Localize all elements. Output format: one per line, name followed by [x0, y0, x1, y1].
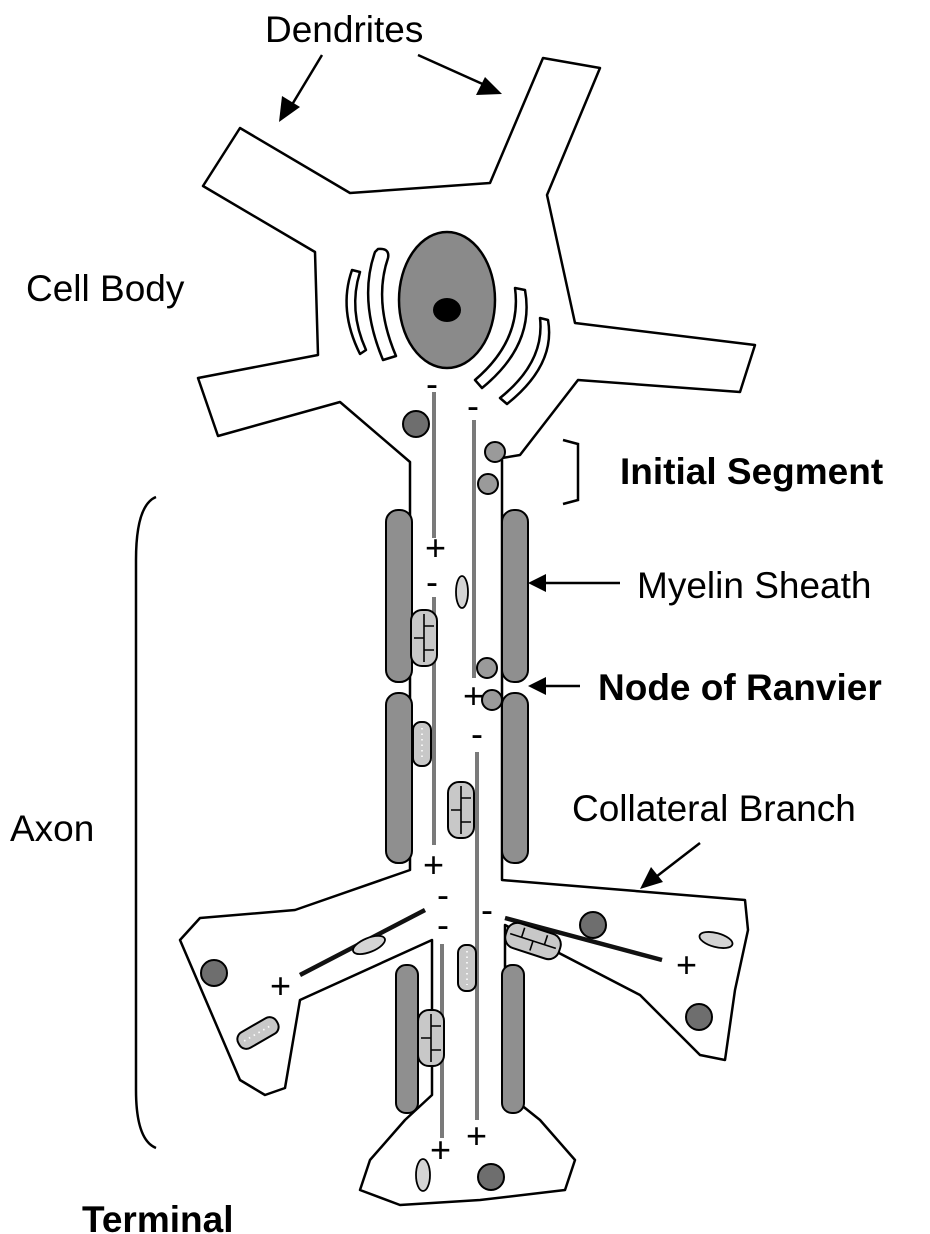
vesicle	[686, 1004, 712, 1030]
myelin-sheath-label: Myelin Sheath	[637, 565, 871, 606]
node-of-ranvier-label: Node of Ranvier	[598, 667, 882, 708]
axon-bracket	[136, 497, 156, 1148]
vesicle	[482, 690, 502, 710]
vesicle	[201, 960, 227, 986]
mitochondrion	[418, 1010, 444, 1066]
plus-sign: +	[270, 965, 291, 1006]
nucleus	[399, 232, 495, 368]
cell-body-label: Cell Body	[26, 268, 185, 309]
mitochondrion-small	[413, 722, 431, 766]
vesicle	[416, 1159, 430, 1191]
vesicle	[478, 1164, 504, 1190]
mitochondrion-small	[458, 945, 476, 991]
dendrites-arrow-left	[279, 55, 322, 122]
initial-segment-label: Initial Segment	[620, 451, 883, 492]
collateral-branch-label: Collateral Branch	[572, 788, 856, 829]
terminal-label: Terminal	[82, 1199, 233, 1234]
axon-label: Axon	[10, 808, 94, 849]
plus-sign: +	[676, 944, 697, 985]
myelin-segment	[396, 965, 418, 1113]
minus-sign: -	[467, 385, 479, 426]
vesicle	[403, 411, 429, 437]
myelin-segment	[502, 693, 528, 863]
collateral-branch-arrow	[640, 843, 700, 889]
nucleolus	[433, 298, 461, 322]
plus-sign: +	[466, 1115, 487, 1156]
initial-segment-bracket	[563, 440, 578, 504]
node-of-ranvier-arrow	[528, 677, 580, 695]
vesicle	[485, 442, 505, 462]
minus-sign: -	[426, 561, 438, 602]
myelin-segment	[386, 693, 412, 863]
plus-sign: +	[463, 675, 484, 716]
vesicle	[456, 576, 468, 608]
minus-sign: -	[437, 904, 449, 945]
vesicle	[478, 474, 498, 494]
myelin-segment	[502, 965, 524, 1113]
vesicle	[580, 912, 606, 938]
minus-sign: -	[481, 889, 493, 930]
minus-sign: -	[471, 713, 483, 754]
dendrites-arrow-right	[418, 55, 502, 95]
dendrites-label: Dendrites	[265, 9, 423, 50]
mitochondrion	[411, 610, 437, 666]
myelin-segment	[386, 510, 412, 682]
mitochondrion	[448, 782, 474, 838]
plus-sign: +	[430, 1129, 451, 1170]
myelin-sheath-arrow	[528, 574, 620, 592]
myelin-segment	[502, 510, 528, 682]
minus-sign: -	[426, 363, 438, 404]
